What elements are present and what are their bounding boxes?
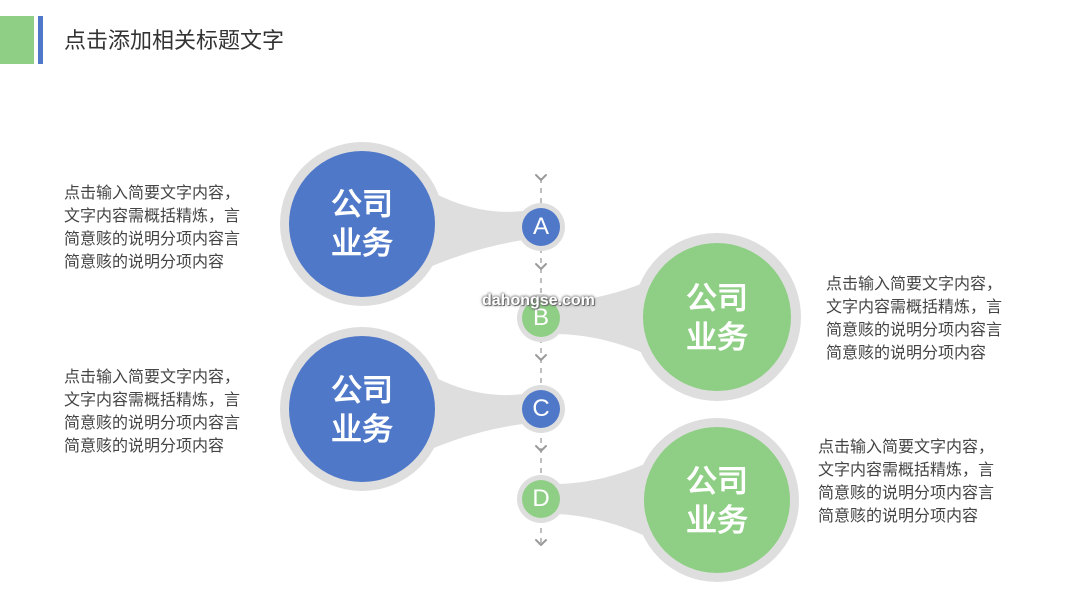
chevron-down-icon <box>535 263 547 270</box>
step-circle-c <box>522 390 560 428</box>
step-letter-b[interactable]: B <box>532 304 549 331</box>
description-b[interactable]: 点击输入简要文字内容， 文字内容需概括精炼，言 简意赅的说明分项内容言 简意赅的… <box>826 276 1003 362</box>
node-label-b[interactable]: 公司 业务 <box>686 281 748 355</box>
node-label-c[interactable]: 公司 业务 <box>331 373 393 447</box>
title-accent-blue-bar <box>38 16 43 64</box>
description-d[interactable]: 点击输入简要文字内容， 文字内容需概括精炼，言 简意赅的说明分项内容言 简意赅的… <box>818 439 995 525</box>
description-a[interactable]: 点击输入简要文字内容， 文字内容需概括精炼，言 简意赅的说明分项内容言 简意赅的… <box>64 185 241 271</box>
step-letter-a[interactable]: A <box>532 213 549 240</box>
chevron-down-icon <box>535 174 547 181</box>
step-circle-d <box>522 480 560 518</box>
page-title[interactable]: 点击添加相关标题文字 <box>64 28 285 53</box>
title-accent-green-bar <box>0 16 34 64</box>
big-circle-a <box>289 151 435 297</box>
step-letter-d[interactable]: D <box>532 485 550 512</box>
step-circle-b <box>522 299 560 337</box>
chevron-down-icon <box>535 354 547 361</box>
chevron-down-icon <box>535 539 547 546</box>
node-label-d[interactable]: 公司 业务 <box>686 464 748 538</box>
big-circle-c <box>289 336 435 482</box>
big-circle-d <box>644 427 790 573</box>
chevron-down-icon <box>535 445 547 452</box>
step-letter-c[interactable]: C <box>532 395 550 422</box>
description-c[interactable]: 点击输入简要文字内容， 文字内容需概括精炼，言 简意赅的说明分项内容言 简意赅的… <box>64 369 241 455</box>
step-circle-a <box>522 208 560 246</box>
big-circle-b <box>643 243 791 391</box>
watermark: dahongse.com <box>482 292 595 309</box>
node-label-a[interactable]: 公司 业务 <box>331 187 393 261</box>
